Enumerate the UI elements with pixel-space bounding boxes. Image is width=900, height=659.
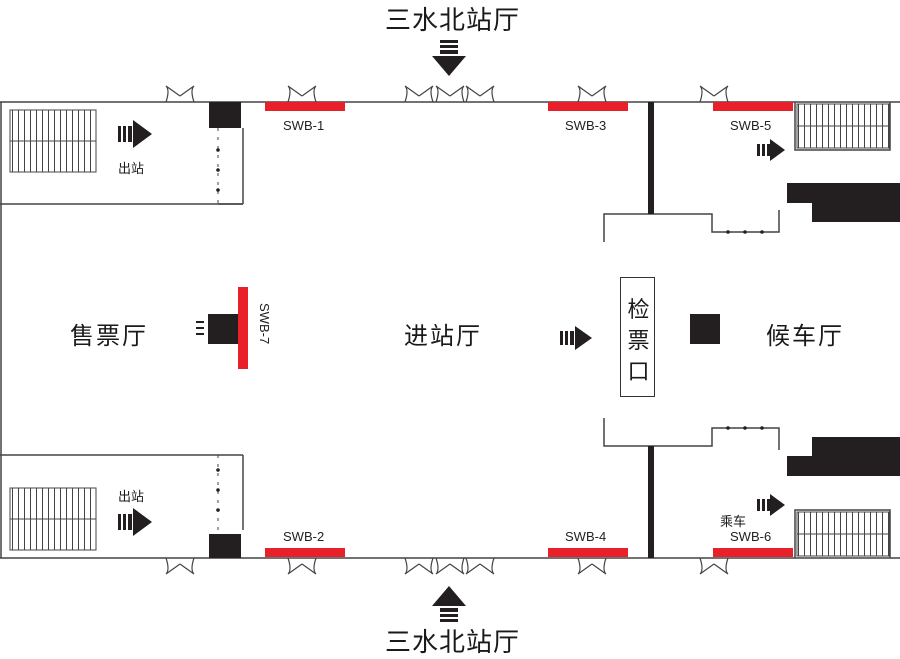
ticket-gate: 检 票 口: [620, 277, 655, 397]
swb5-bar: [713, 102, 793, 111]
railing-posts: [216, 148, 764, 512]
barrier-label-swb4: SWB-4: [565, 529, 607, 544]
barrier-label-swb2: SWB-2: [283, 529, 325, 544]
doors-top: [165, 85, 729, 103]
red-barriers: [238, 102, 793, 557]
staircase-top-right: [796, 103, 890, 149]
swb7-bar: [238, 287, 248, 369]
arrows: [118, 40, 785, 622]
ticket-gate-char: 口: [627, 360, 650, 385]
board-sign: 乘车: [720, 515, 747, 530]
ticket-hall-label: 售票厅: [70, 322, 148, 350]
swb2-bar: [265, 548, 345, 557]
ticket-gate-char: 检: [627, 298, 650, 323]
arrow-down-icon: [432, 40, 466, 76]
pillars: [208, 102, 900, 558]
staircase-top-left: [9, 109, 97, 173]
station-label-top: 三水北站厅: [385, 6, 521, 36]
swb1-bar: [265, 102, 345, 111]
staircase-bottom-right: [796, 511, 890, 557]
staircase-bottom-left: [9, 487, 97, 551]
entry-hall-label: 进站厅: [404, 322, 482, 350]
swb3-bar: [548, 102, 628, 111]
arrow-right-icon: [757, 494, 785, 516]
station-label-bottom: 三水北站厅: [385, 628, 521, 658]
doors-bottom: [165, 557, 729, 575]
waiting-hall-walls: [648, 102, 654, 558]
small-fixture: [196, 321, 204, 335]
arrow-up-icon: [432, 586, 466, 622]
waiting-hall-label: 候车厅: [766, 322, 844, 350]
arrow-right-icon: [118, 120, 152, 148]
exit-sign-top: 出站: [118, 162, 145, 177]
swb4-bar: [548, 548, 628, 557]
barrier-label-swb3: SWB-3: [565, 118, 607, 133]
barrier-label-swb6: SWB-6: [730, 529, 772, 544]
swb6-bar: [713, 548, 793, 557]
barrier-label-swb5: SWB-5: [730, 118, 772, 133]
exit-sign-bottom: 出站: [118, 490, 145, 505]
barrier-label-swb7: SWB-7: [257, 303, 272, 345]
arrow-right-icon: [560, 326, 592, 350]
arrow-right-icon: [118, 508, 152, 536]
barrier-label-swb1: SWB-1: [283, 118, 325, 133]
arrow-right-icon: [757, 139, 785, 161]
ticket-gate-char: 票: [627, 329, 650, 354]
